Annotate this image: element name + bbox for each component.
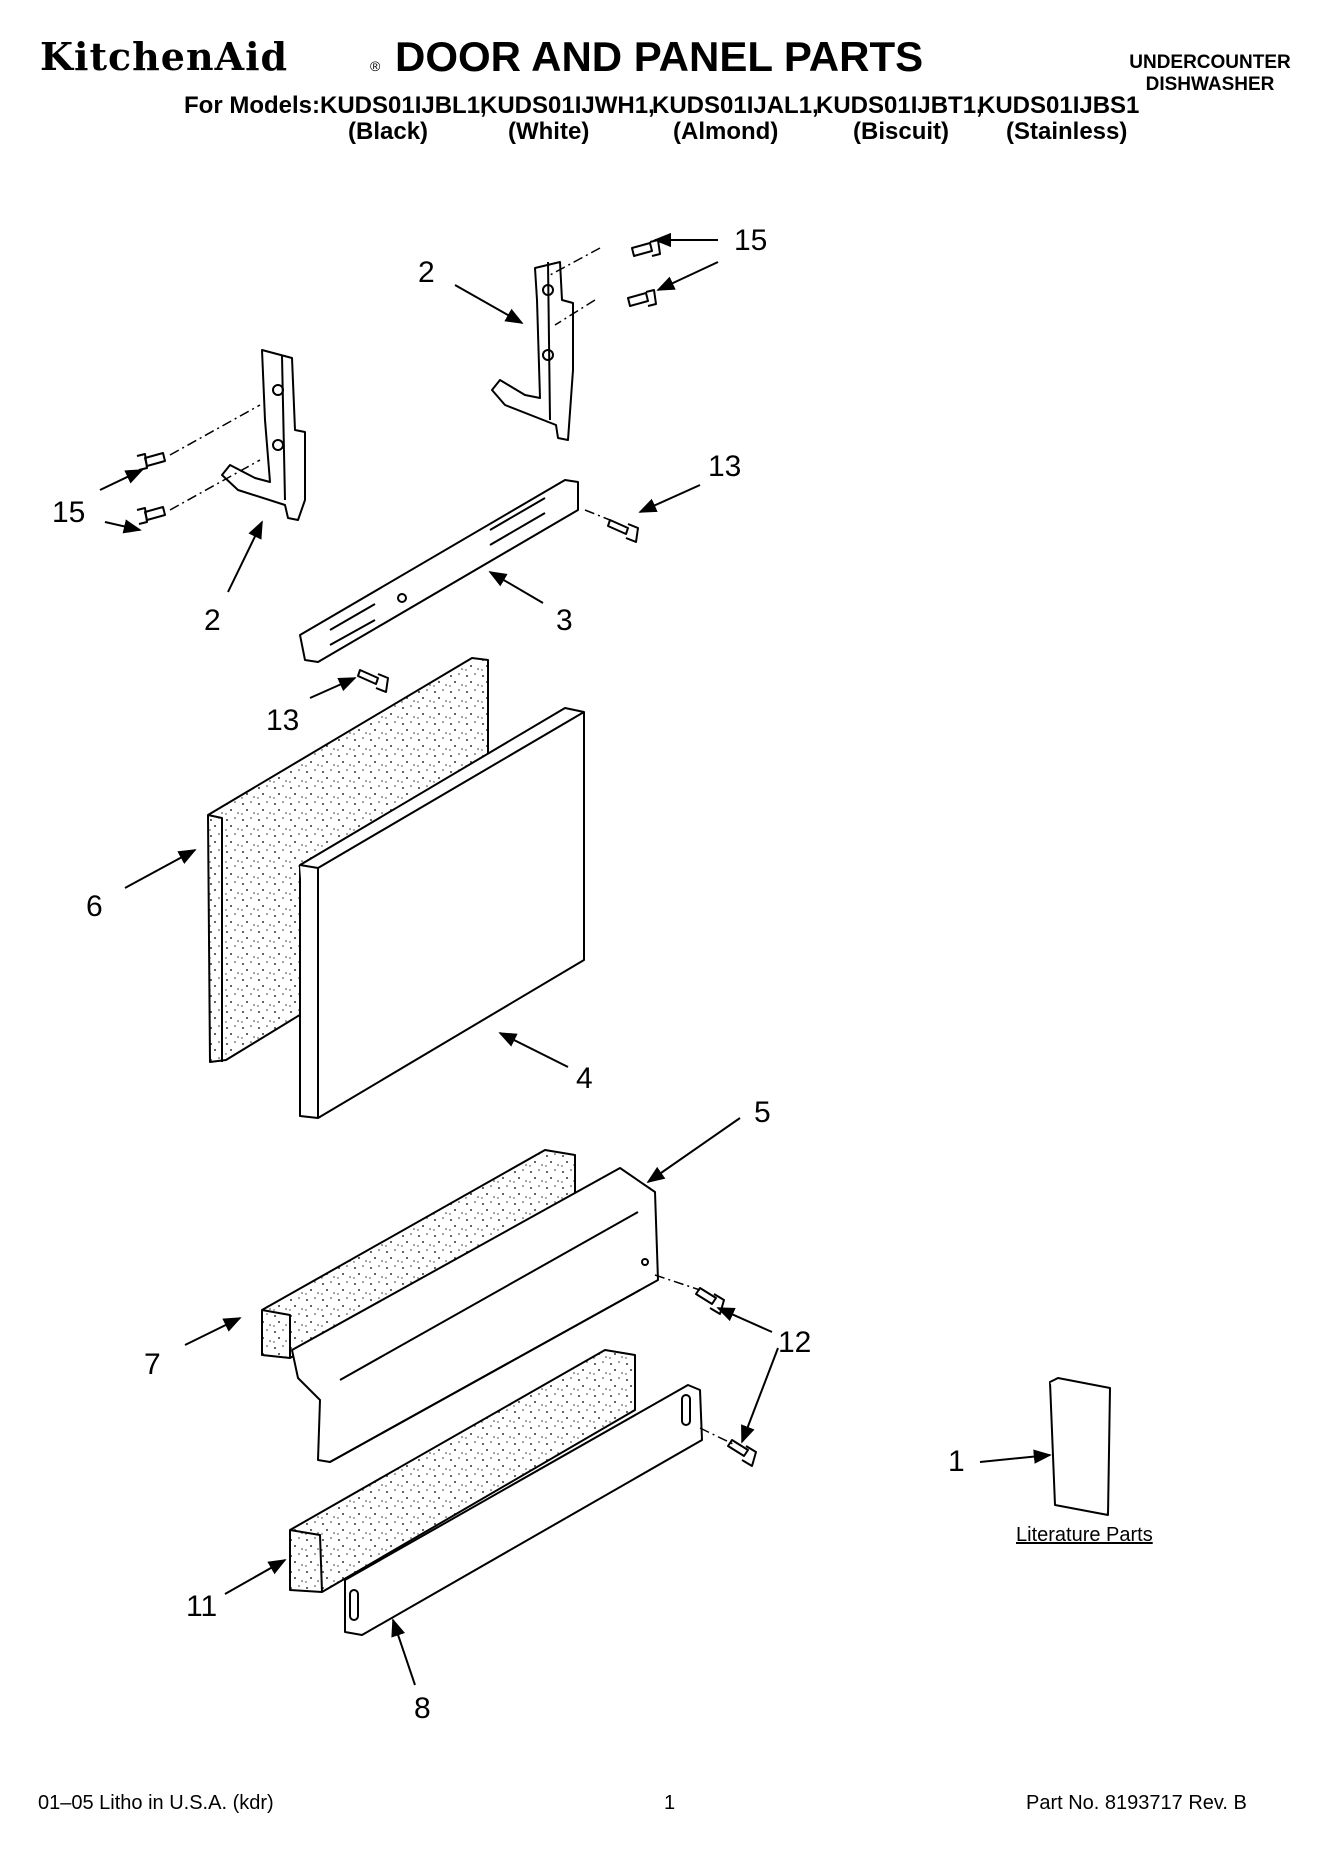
screw-12 xyxy=(727,1439,757,1467)
leader-arrows xyxy=(99,232,1052,1686)
model-color: (Black) xyxy=(348,118,429,145)
foam-block xyxy=(289,1349,636,1593)
callout-2-lower: 2 xyxy=(204,604,221,637)
callout-13-lower: 13 xyxy=(266,704,300,737)
model-code: KUDS01IJBT1, xyxy=(816,92,983,119)
callout-1: 1 xyxy=(948,1445,965,1478)
page-title: DOOR AND PANEL PARTS xyxy=(395,33,924,80)
footer-print-info: 01–05 Litho in U.S.A. (kdr) xyxy=(38,1792,274,1814)
screw-15-upper xyxy=(631,239,661,257)
screw-13 xyxy=(357,669,389,693)
hinge-bracket-right xyxy=(491,261,574,441)
callout-12: 12 xyxy=(778,1326,812,1359)
callout-6: 6 xyxy=(86,890,103,923)
toe-panel xyxy=(344,1384,703,1636)
callout-5: 5 xyxy=(754,1096,771,1129)
door-panel xyxy=(299,707,585,1119)
product-type: UNDERCOUNTER DISHWASHER xyxy=(1110,52,1310,96)
brand-logo: KitchenAid xyxy=(40,34,289,79)
footer-page-number: 1 xyxy=(664,1792,676,1814)
screw-15-lower xyxy=(136,452,166,471)
model-color: (Almond) xyxy=(673,118,779,145)
models-label: For Models: xyxy=(184,92,320,119)
model-code: KUDS01IJBL1, xyxy=(320,92,487,119)
model-code: KUDS01IJAL1, xyxy=(652,92,819,119)
panel-bracket xyxy=(291,1167,659,1463)
screw-12 xyxy=(695,1287,725,1315)
literature-booklet xyxy=(1049,1377,1111,1516)
product-type-line1: UNDERCOUNTER xyxy=(1129,52,1291,73)
screw-15-upper xyxy=(627,289,657,307)
callout-15-lower: 15 xyxy=(52,496,86,529)
footer-part-number: Part No. 8193717 Rev. B xyxy=(1026,1792,1247,1814)
hinge-bracket-left xyxy=(221,349,306,521)
callout-11: 11 xyxy=(186,1590,218,1623)
product-type-line2: DISHWASHER xyxy=(1145,74,1275,95)
mounting-rail xyxy=(299,479,579,663)
registered-mark: ® xyxy=(370,58,381,74)
callout-3: 3 xyxy=(556,604,573,637)
model-color: (White) xyxy=(508,118,590,145)
screw-15-lower xyxy=(136,506,166,525)
callout-7: 7 xyxy=(144,1348,161,1381)
screw-13 xyxy=(607,519,639,543)
literature-parts-label: Literature Parts xyxy=(1016,1524,1153,1546)
callout-4: 4 xyxy=(576,1062,593,1095)
model-code: KUDS01IJBS1 xyxy=(978,92,1140,119)
model-color: (Stainless) xyxy=(1006,118,1128,145)
callout-15-upper: 15 xyxy=(734,224,768,257)
model-color: (Biscuit) xyxy=(853,118,949,145)
model-code: KUDS01IJWH1, xyxy=(480,92,655,119)
alignment-lines xyxy=(169,247,736,1446)
callout-8: 8 xyxy=(414,1692,431,1725)
callout-13-upper: 13 xyxy=(708,450,742,483)
callout-2-upper: 2 xyxy=(418,256,435,289)
